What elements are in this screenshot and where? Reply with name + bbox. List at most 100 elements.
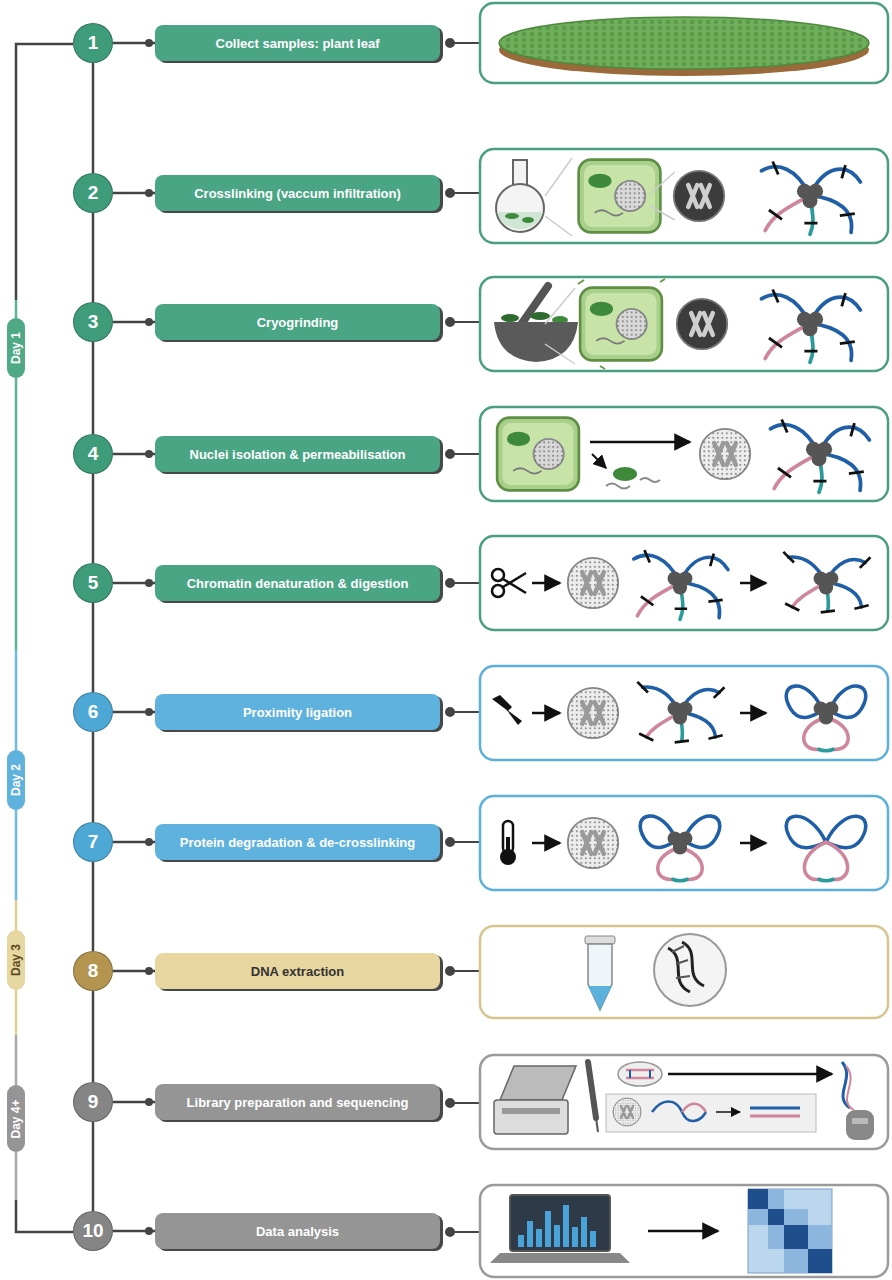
step-label-pill: Nuclei isolation & permeabilisation (155, 436, 440, 472)
day-label: Day 1 (9, 332, 23, 364)
step-number-circle: 1 (73, 23, 113, 63)
day-label: Day 2 (9, 764, 23, 796)
step-label: DNA extraction (251, 964, 344, 979)
connector (113, 189, 155, 197)
step-number-circle: 3 (73, 302, 113, 342)
panel-cryogrinding (480, 277, 888, 371)
connector-dot (145, 967, 153, 975)
step-number-circle: 4 (73, 434, 113, 474)
connector-line (92, 1122, 95, 1211)
connector-line (92, 63, 95, 173)
step-number: 5 (88, 572, 99, 594)
day-pill: Day 4+ (7, 1085, 25, 1152)
step-label: Chromatin denaturation & digestion (187, 576, 409, 591)
step-label: Library preparation and sequencing (187, 1095, 409, 1110)
panel-ligation (480, 666, 888, 760)
connector (113, 450, 155, 458)
connector-dot (145, 708, 153, 716)
step-number: 9 (88, 1091, 99, 1113)
step-label-pill: Cryogrinding (155, 304, 440, 340)
step-number-circle: 5 (73, 563, 113, 603)
step-label-pill: Library preparation and sequencing (155, 1084, 440, 1120)
connector-dot (145, 450, 153, 458)
step-number-circle: 6 (73, 692, 113, 732)
connector-dot (145, 189, 153, 197)
connector-dot (145, 318, 153, 326)
step-number-circle: 9 (73, 1082, 113, 1122)
panel-leaf (480, 3, 888, 83)
connector (93, 732, 94, 822)
step-number: 1 (88, 32, 99, 54)
panel-leaders (446, 39, 480, 1236)
step-label-pill: Chromatin denaturation & digestion (155, 565, 440, 601)
connector (93, 991, 94, 1082)
connector-dot (145, 1227, 153, 1235)
step-label: Nuclei isolation & permeabilisation (190, 447, 406, 462)
connector-line (92, 862, 95, 951)
step-number-circle: 7 (73, 822, 113, 862)
step-label-pill: Data analysis (155, 1213, 440, 1249)
connector (93, 63, 94, 173)
day-pill: Day 3 (7, 930, 25, 990)
day-pill: Day 2 (7, 750, 25, 810)
panel-analysis (480, 1185, 888, 1277)
connector (93, 342, 94, 434)
connector (113, 708, 155, 716)
connector (113, 318, 155, 326)
panel-nuclei (480, 407, 888, 501)
day-label: Day 3 (9, 944, 23, 976)
panel-decrosslinking (480, 796, 888, 890)
connector (113, 39, 155, 47)
step-label-pill: Collect samples: plant leaf (155, 25, 440, 61)
step-number: 6 (88, 701, 99, 723)
step-label: Data analysis (256, 1224, 339, 1239)
connector-line (92, 474, 95, 563)
step-number: 7 (88, 831, 99, 853)
step-label: Protein degradation & de-crosslinking (180, 835, 415, 850)
step-label: Crosslinking (vaccum infiltration) (194, 186, 401, 201)
connector-line (92, 213, 95, 302)
connector-line (92, 603, 95, 692)
connector (113, 967, 155, 975)
connector-line (92, 732, 95, 822)
connector-dot (145, 838, 153, 846)
step-label: Cryogrinding (257, 315, 339, 330)
step-label-pill: Protein degradation & de-crosslinking (155, 824, 440, 860)
day-pill: Day 1 (7, 318, 25, 378)
connector-dot (145, 1098, 153, 1106)
connector-dot (145, 39, 153, 47)
panel-library (480, 1055, 888, 1149)
step-number: 3 (88, 311, 99, 333)
panel-extraction (480, 926, 888, 1018)
connector (113, 1227, 155, 1235)
connector (113, 579, 155, 587)
day-label: Day 4+ (9, 1099, 23, 1138)
connector (93, 862, 94, 951)
connector (93, 603, 94, 692)
step-label-pill: Proximity ligation (155, 694, 440, 730)
connector-line (92, 991, 95, 1082)
step-number-circle: 8 (73, 951, 113, 991)
step-label: Proximity ligation (243, 705, 352, 720)
step-label: Collect samples: plant leaf (216, 36, 380, 51)
step-number: 4 (88, 443, 99, 465)
step-number: 2 (88, 182, 99, 204)
connector (93, 1122, 94, 1211)
timeline (16, 44, 73, 1232)
connector-line (92, 342, 95, 434)
connector-dot (145, 579, 153, 587)
step-number: 10 (82, 1220, 103, 1242)
panel-crosslinking (480, 149, 888, 243)
step-number-circle: 10 (73, 1211, 113, 1251)
step-number: 8 (88, 960, 99, 982)
step-number-circle: 2 (73, 173, 113, 213)
connector (93, 474, 94, 563)
step-label-pill: Crosslinking (vaccum infiltration) (155, 175, 440, 211)
step-label-pill: DNA extraction (155, 953, 440, 989)
connector (93, 213, 94, 302)
panel-digestion (480, 536, 888, 630)
connector (113, 838, 155, 846)
connector (113, 1098, 155, 1106)
